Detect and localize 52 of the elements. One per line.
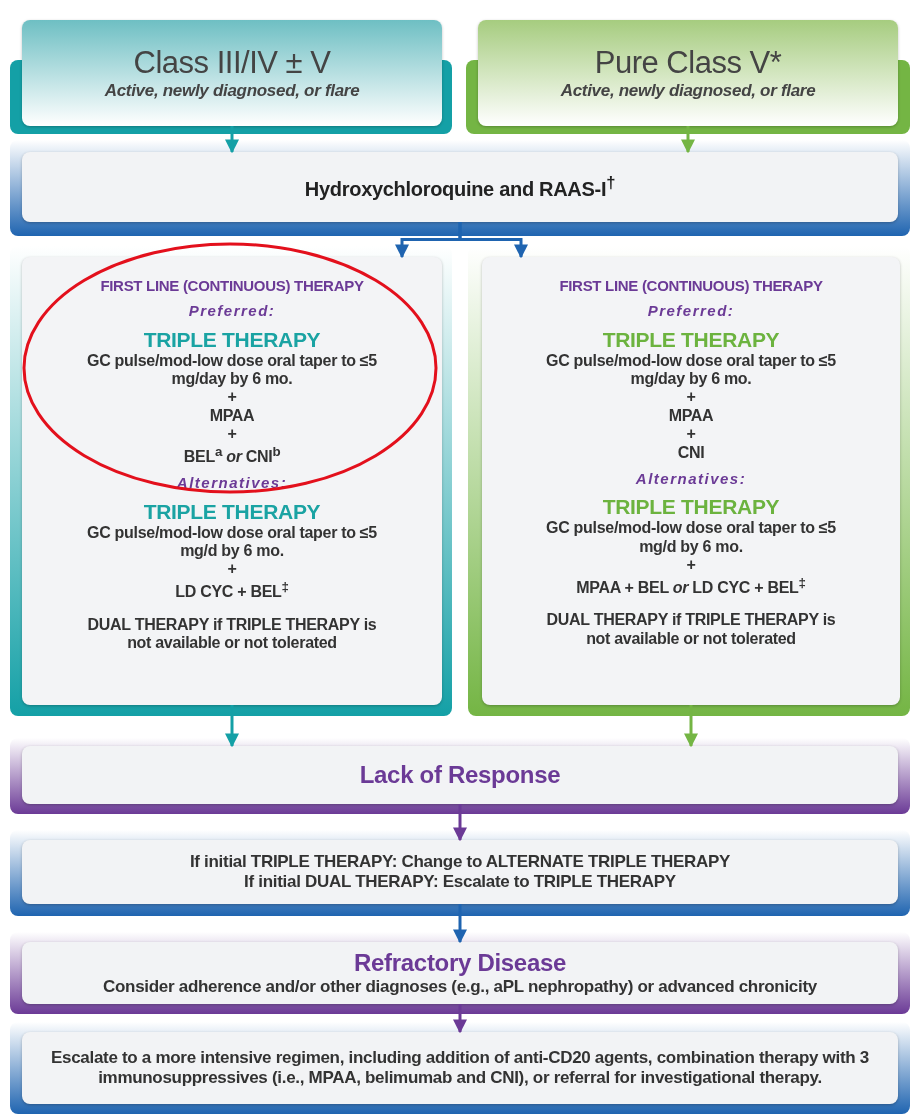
therapy-panel xyxy=(22,257,442,705)
regimen-text: MPAA xyxy=(209,406,255,426)
option-label: Alternatives: xyxy=(635,470,747,488)
panel-heading: FIRST LINE (CONTINUOUS) THERAPY xyxy=(559,277,823,295)
option-label: Preferred: xyxy=(188,302,276,320)
therapy-panel xyxy=(482,257,900,705)
arrow xyxy=(453,804,467,842)
regimen-text: GC pulse/mod-low dose oral taper to ≤5 mg/day by 6 mo. xyxy=(545,351,837,389)
process-box xyxy=(22,746,898,804)
process-box xyxy=(22,152,898,222)
process-box xyxy=(22,1032,898,1104)
regimen-text: CNI xyxy=(677,443,705,462)
class-subtitle: Active, newly diagnosed, or flare xyxy=(104,81,360,101)
plus-sign: + xyxy=(686,388,696,407)
class-subtitle: Active, newly diagnosed, or flare xyxy=(560,81,816,101)
arrow xyxy=(453,1004,467,1034)
process-box xyxy=(22,840,898,904)
arrow xyxy=(453,904,467,944)
category-box xyxy=(478,20,898,126)
option-label: Preferred: xyxy=(647,302,735,320)
plus-sign: + xyxy=(227,425,237,444)
regimen-text: GC pulse/mod-low dose oral taper to ≤5 mg/d by 6 mo. xyxy=(545,519,837,557)
step-heading: Lack of Response xyxy=(359,761,561,789)
arrow xyxy=(458,222,528,259)
note-text: DUAL THERAPY if TRIPLE THERAPY is not available or not tolerated xyxy=(545,611,837,649)
regimen-text: GC pulse/mod-low dose oral taper to ≤5 mg/d by 6 mo. xyxy=(86,523,378,561)
plus-sign: + xyxy=(227,388,237,407)
step-text: Escalate to a more intensive regimen, including addition of anti-CD20 agents, combination therapy with 3 immunosuppressives (i.e., MPAA, belimumab and CNI), or referral for investigational therapy. xyxy=(50,1048,870,1088)
step-text: If initial TRIPLE THERAPY: Change to ALTERNATE TRIPLE THERAPY xyxy=(189,852,731,872)
regimen-text: LD CYC + BEL$^{‡}$ xyxy=(175,578,289,602)
regimen-title: TRIPLE THERAPY xyxy=(602,495,780,520)
regimen-title: TRIPLE THERAPY xyxy=(143,499,321,524)
category-box xyxy=(22,20,442,126)
regimen-title: TRIPLE THERAPY xyxy=(143,327,321,352)
class-heading: Class III/IV ± V xyxy=(133,45,331,82)
step-text: If initial DUAL THERAPY: Escalate to TRIPLE THERAPY xyxy=(244,872,676,892)
regimen-text: MPAA + BEL or LD CYC + BEL$^{‡}$ xyxy=(576,574,806,598)
step-heading: Refractory Disease xyxy=(353,949,567,977)
panel-heading: FIRST LINE (CONTINUOUS) THERAPY xyxy=(100,277,364,295)
plus-sign: + xyxy=(686,556,696,575)
plus-sign: + xyxy=(686,425,696,444)
regimen-title: TRIPLE THERAPY xyxy=(602,327,780,352)
step-text: Hydroxychloroquine and RAAS-I$^{†}$ xyxy=(304,173,616,201)
regimen-text: GC pulse/mod-low dose oral taper to ≤5 mg/day by 6 mo. xyxy=(86,351,378,389)
step-text: Consider adherence and/or other diagnoses (e.g., aPL nephropathy) or advanced chronicity xyxy=(103,977,817,997)
plus-sign: + xyxy=(227,560,237,579)
regimen-text: BEL$^{a}$ or CNI$^{b}$ xyxy=(183,443,281,467)
class-heading: Pure Class V* xyxy=(594,45,782,82)
option-label: Alternatives: xyxy=(176,474,288,492)
regimen-text: MPAA xyxy=(668,406,714,426)
note-text: DUAL THERAPY if TRIPLE THERAPY is not available or not tolerated xyxy=(86,615,378,653)
process-box xyxy=(22,942,898,1004)
